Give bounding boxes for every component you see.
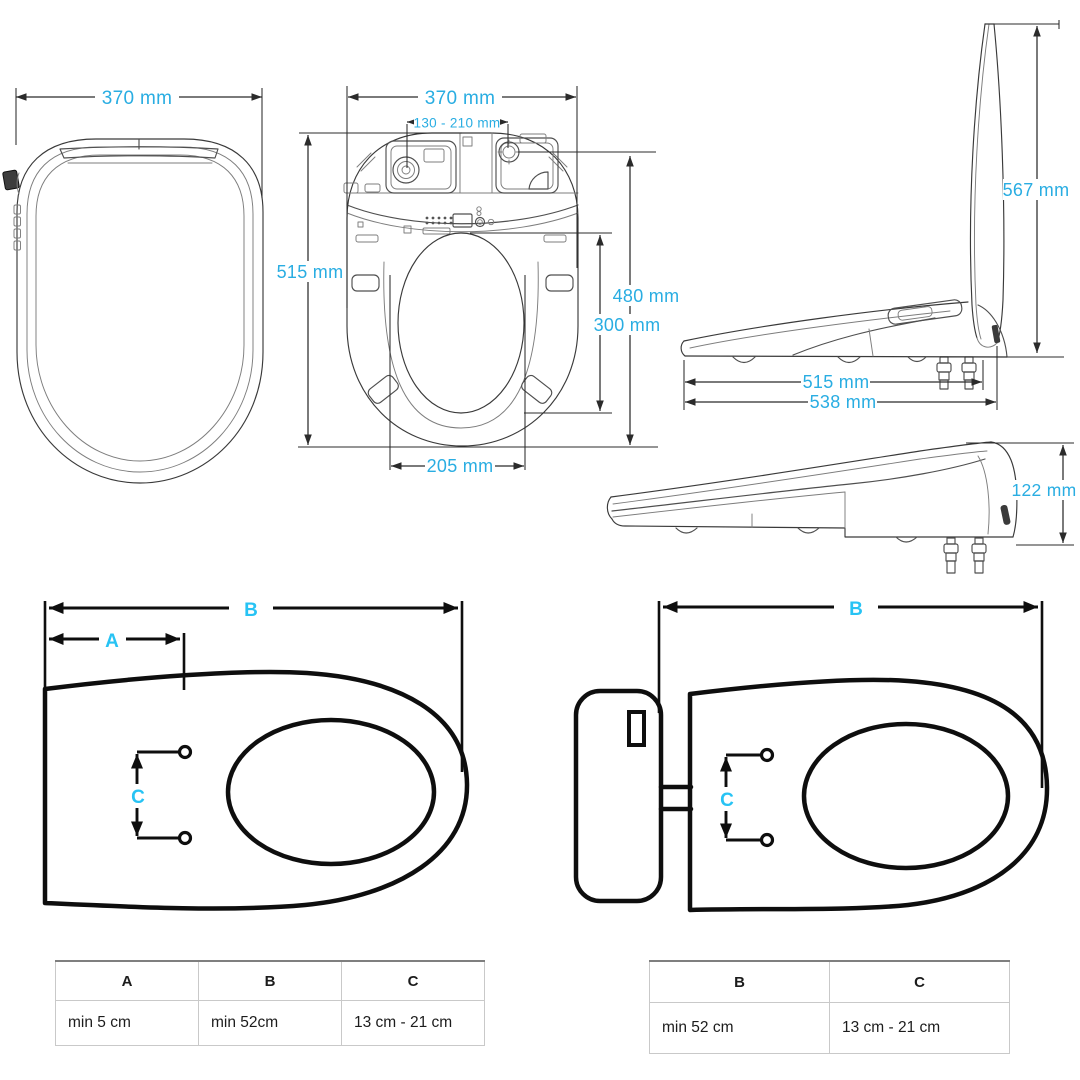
table-header-row: B C [649,960,1010,1003]
dim-label-open-height: 567 mm [1003,180,1070,200]
dim-label-opening-length: 300 mm [594,315,661,335]
dim-label-total-length: 515 mm [277,262,344,282]
dim-b-tank: B [657,596,1044,788]
dim-width-open: 370 mm [346,86,578,308]
dim-total-depth: 538 mm [685,346,998,412]
table-value-c: 13 cm - 21 cm [341,1000,485,1046]
mounting-hole [759,747,775,763]
dim-label-opening-width: 205 mm [427,456,494,476]
mounting-hole [759,832,775,848]
table-value-row: min 5 cm min 52cm 13 cm - 21 cm [55,1000,485,1046]
dim-a-plain: A [49,628,186,690]
dim-width-closed: 370 mm [15,86,263,198]
dim-label-a-plain: A [105,631,119,652]
table-value-a: min 5 cm [55,1000,199,1046]
side-control-button [2,169,20,195]
dim-seat-length: 480 mm [518,151,681,445]
side-view-closed-drawing: 122 mm [606,441,1076,574]
table-header-b: B [198,960,342,1001]
dim-label-c-tank: C [720,790,734,811]
dim-label-closed-height: 122 mm [1011,480,1076,500]
dim-c-plain: C [125,750,179,840]
table-value-b: min 52cm [198,1000,342,1046]
dim-total-length: 515 mm [277,132,658,448]
dim-closed-height: 122 mm [966,442,1076,546]
side-control-strip [13,204,21,251]
top-view-open-drawing: 370 mm 130 - 210 mm 515 mm 480 mm [277,86,681,476]
table-header-b: B [649,960,830,1003]
table-header-c: C [829,960,1010,1003]
table-value-b: min 52 cm [649,1002,830,1054]
dim-opening-length: 300 mm [470,232,662,414]
clearance-table-right: B C min 52 cm 13 cm - 21 cm [649,960,1010,1054]
dim-label-total-depth: 538 mm [810,392,877,412]
mounting-hole [177,744,193,760]
table-header-a: A [55,960,199,1001]
hose-connectors-closed [943,537,987,574]
table-value-row: min 52 cm 13 cm - 21 cm [649,1002,1010,1054]
bowl-plain-drawing: B A C [42,597,470,911]
dim-label-seat-length: 480 mm [613,286,680,306]
dim-label-seat-depth: 515 mm [803,372,870,392]
control-panel-details [422,206,495,235]
dim-label-hole-spacing: 130 - 210 mm [414,116,501,131]
dim-label-c-plain: C [131,787,145,808]
bowl-with-tank-drawing: B C [573,596,1050,913]
dim-c-tank: C [714,753,761,842]
mounting-hole [177,830,193,846]
dim-label-b-plain: B [244,600,258,621]
dim-open-height: 567 mm [940,20,1070,358]
dim-label-b-tank: B [849,599,863,620]
left-compartment [385,140,457,194]
dim-hole-spacing: 130 - 210 mm [406,113,509,168]
hose-connectors-open [936,356,977,390]
right-compartment [495,133,559,194]
dim-label-width-open: 370 mm [425,88,495,109]
dim-seat-depth: 515 mm [683,360,984,410]
dim-b-plain: B [43,597,464,772]
clearance-table-left: A B C min 5 cm min 52cm 13 cm - 21 cm [55,960,485,1046]
table-header-c: C [341,960,485,1001]
table-header-row: A B C [55,960,485,1001]
dim-opening-width: 205 mm [389,275,526,476]
tank-outline [573,688,664,904]
dim-label-width-closed: 370 mm [102,88,172,109]
table-value-c: 13 cm - 21 cm [829,1002,1010,1054]
side-view-open-drawing: 567 mm 515 mm 538 mm [680,20,1070,412]
flush-button [627,710,646,747]
top-view-closed-drawing: 370 mm [2,86,264,484]
